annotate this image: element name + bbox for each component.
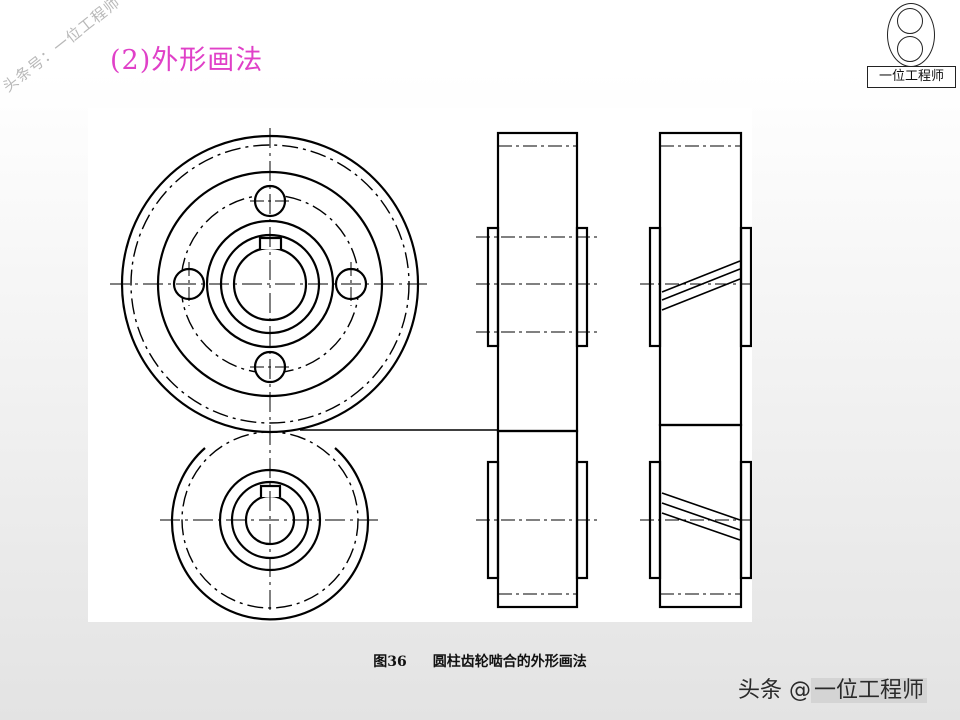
brand-logo: 一位工程师 [866, 3, 959, 90]
watermark-text: 头条号：一位工程师 [0, 0, 124, 96]
helical-gear-side-view [640, 131, 752, 609]
spur-gear-side-view [476, 131, 598, 609]
figure-caption: 图36 圆柱齿轮啮合的外形画法 [0, 651, 960, 671]
slide-title: (2)外形画法 [110, 45, 264, 76]
figure-caption-text: 圆柱齿轮啮合的外形画法 [432, 654, 587, 670]
logo-label: 一位工程师 [867, 66, 956, 88]
gear-drawing-panel [88, 108, 752, 622]
gear-meshing-drawing-icon [110, 128, 752, 621]
source-name: 一位工程师 [811, 678, 928, 703]
front-view-centerlines [110, 128, 430, 612]
figure-number: 图36 [373, 654, 407, 670]
logo-emblem-icon [887, 3, 935, 67]
source-badge: 头条 @一位工程师 [738, 672, 928, 704]
source-prefix: 头条 @ [738, 678, 811, 703]
